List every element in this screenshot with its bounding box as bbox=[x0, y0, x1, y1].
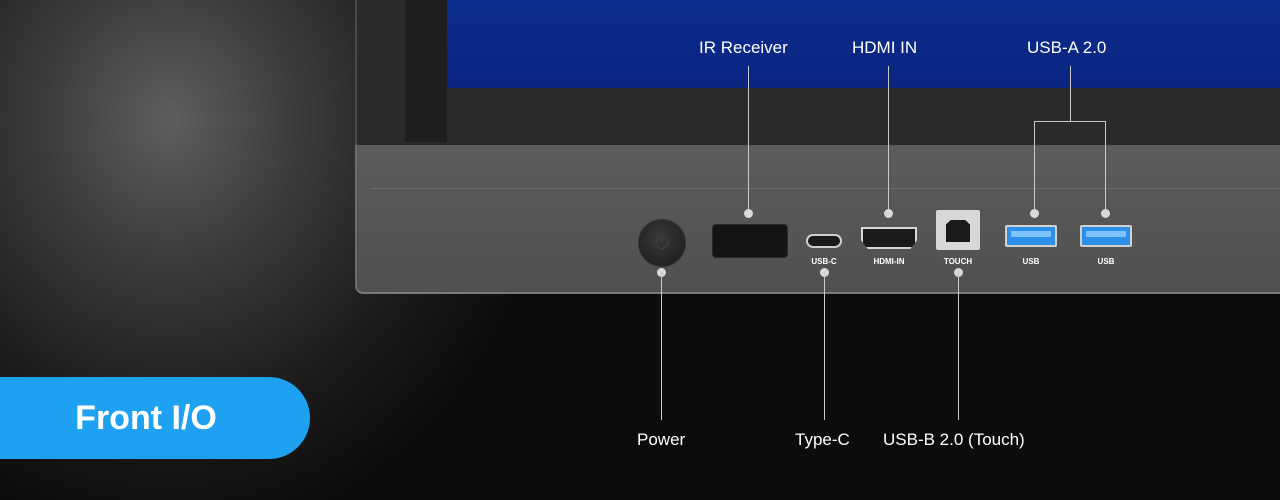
hdmi-leader-line bbox=[888, 66, 889, 212]
usb-a-leader-dot-2 bbox=[1101, 209, 1110, 218]
usbc-port-label: USB-C bbox=[811, 257, 837, 266]
ir-leader-dot bbox=[744, 209, 753, 218]
usb-a-leader-dot-1 bbox=[1030, 209, 1039, 218]
display-screen bbox=[447, 0, 1280, 88]
usb-a-port-1 bbox=[1005, 225, 1057, 247]
usb-c-port bbox=[806, 234, 842, 248]
monitor-chin bbox=[355, 145, 1280, 294]
usb-a-leader-right bbox=[1105, 121, 1106, 212]
usb-a-leader-bar bbox=[1034, 121, 1105, 122]
screen-frame bbox=[405, 0, 447, 142]
usb-b-callout: USB-B 2.0 (Touch) bbox=[883, 430, 1025, 449]
type-c-callout: Type-C bbox=[795, 430, 850, 449]
front-io-badge: Front I/O bbox=[0, 377, 310, 459]
hdmi-port bbox=[861, 227, 917, 249]
usb-port-label-2: USB bbox=[1097, 257, 1115, 266]
hdmi-in-callout: HDMI IN bbox=[852, 38, 918, 57]
usb-b-leader-line bbox=[958, 272, 959, 420]
usb-a-callout: USB-A 2.0 bbox=[1027, 38, 1107, 57]
hdmi-port-label: HDMI-IN bbox=[873, 257, 905, 266]
ir-leader-line bbox=[748, 66, 749, 212]
power-button-icon bbox=[638, 219, 686, 267]
power-leader-line bbox=[661, 272, 662, 420]
hdmi-leader-dot bbox=[884, 209, 893, 218]
usb-a-port-2 bbox=[1080, 225, 1132, 247]
power-callout: Power bbox=[637, 430, 686, 449]
front-io-title: Front I/O bbox=[75, 398, 217, 437]
touch-port-label: TOUCH bbox=[943, 257, 973, 266]
usb-a-leader-left bbox=[1034, 121, 1035, 212]
usb-b-port-inner bbox=[946, 220, 970, 242]
ir-receiver-callout: IR Receiver bbox=[699, 38, 788, 57]
usb-port-label-1: USB bbox=[1022, 257, 1040, 266]
ir-receiver-window bbox=[712, 224, 788, 258]
usb-a-leader-stem bbox=[1070, 66, 1071, 122]
type-c-leader-line bbox=[824, 272, 825, 420]
power-symbol-icon bbox=[655, 236, 669, 250]
chin-edge-line bbox=[370, 188, 1280, 189]
